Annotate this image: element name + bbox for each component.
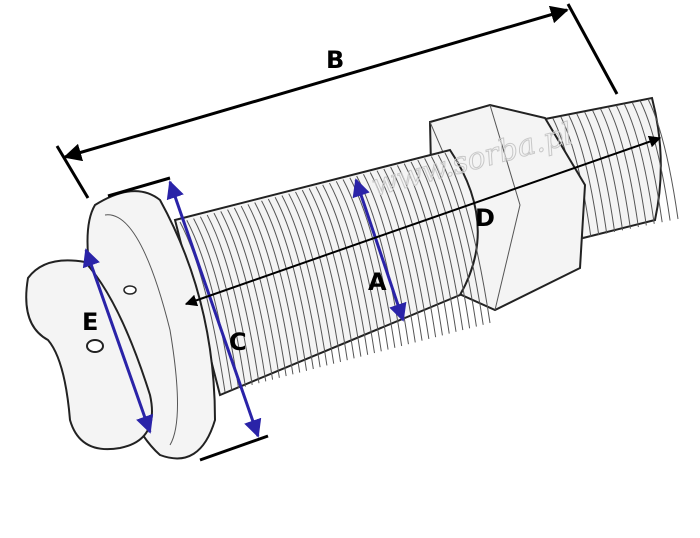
dimension-e-line xyxy=(82,248,154,434)
dimension-c-extension-top xyxy=(107,176,171,198)
label-a: A xyxy=(368,268,387,296)
head-hole xyxy=(86,339,104,353)
dimension-b-extension-right xyxy=(566,3,619,95)
dimension-b-line xyxy=(63,5,569,162)
thread-line xyxy=(647,98,679,220)
dimension-c-line xyxy=(166,180,262,438)
label-d: D xyxy=(475,204,495,232)
label-b: B xyxy=(326,46,344,74)
label-e: E xyxy=(82,308,98,336)
label-c: C xyxy=(229,328,247,356)
dimension-c-extension-bottom xyxy=(199,434,269,462)
dimension-b-extension-left xyxy=(55,145,90,199)
dimension-d-line xyxy=(184,135,662,307)
